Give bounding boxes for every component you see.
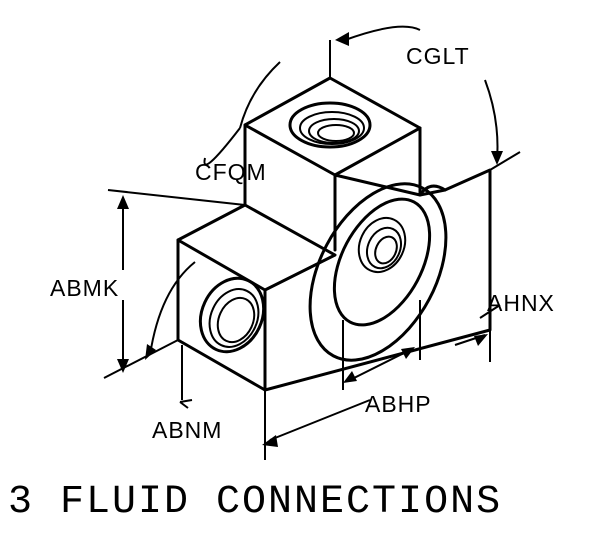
caption: 3 FLUID CONNECTIONS: [8, 480, 502, 525]
label-cfqm: CFQM: [195, 159, 267, 185]
left-block-front-face: [176, 238, 267, 392]
label-cglt: CGLT: [406, 43, 470, 69]
left-port-hole: [198, 276, 266, 354]
left-block-top-face: [176, 203, 337, 292]
label-abhp: ABHP: [365, 391, 432, 417]
label-abmk: ABMK: [50, 275, 119, 301]
top-block-top-face: [243, 76, 422, 177]
label-ahnx: AHNX: [487, 290, 555, 316]
dimension-lines: [103, 25, 521, 460]
top-port-hole: [288, 101, 372, 149]
fitting-body: [176, 76, 492, 392]
label-abnm: ABNM: [152, 417, 222, 443]
side-port-boss: [308, 182, 448, 362]
